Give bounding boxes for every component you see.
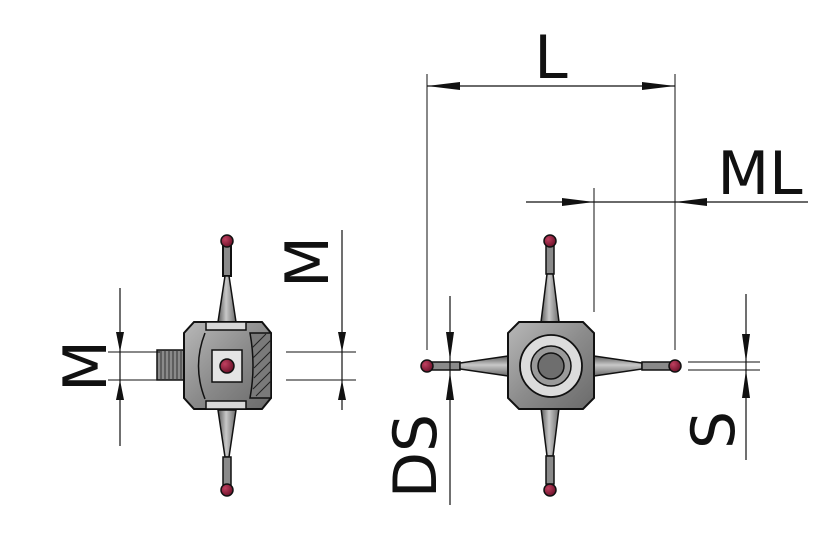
- label-s: S: [679, 411, 749, 449]
- dimension-l: [426, 74, 676, 350]
- front-top-stem: [545, 245, 555, 275]
- label-ml: ML: [717, 139, 803, 209]
- side-view: M M: [51, 230, 356, 497]
- top-ruby-ball: [220, 234, 234, 248]
- front-body-center: [537, 352, 565, 380]
- front-right-cone: [593, 355, 643, 377]
- center-ruby-ball: [219, 358, 235, 374]
- front-bottom-cone: [540, 407, 560, 457]
- bottom-cone: [217, 409, 237, 458]
- dimension-s: [688, 294, 760, 460]
- front-view: L ML DS S: [381, 23, 808, 505]
- front-bottom-stem: [545, 455, 555, 485]
- label-m-top: M: [273, 236, 343, 288]
- front-right-stem: [641, 361, 671, 371]
- front-bottom-ball: [543, 483, 557, 497]
- bottom-stem-tip: [222, 456, 232, 486]
- front-top-cone: [540, 273, 560, 323]
- front-top-ball: [543, 234, 557, 248]
- bottom-ruby-ball: [220, 483, 234, 497]
- body-left-curve: [197, 332, 206, 400]
- dimension-ds: [446, 296, 454, 505]
- front-left-stem: [431, 361, 461, 371]
- label-ds: DS: [381, 414, 451, 498]
- dimension-ml: [526, 188, 808, 312]
- label-l: L: [534, 23, 568, 93]
- top-cone: [217, 275, 237, 323]
- threaded-shank: [156, 349, 186, 381]
- body-top-flat: [205, 321, 247, 331]
- front-left-ball: [420, 359, 434, 373]
- front-left-cone: [459, 355, 509, 377]
- label-m-left: M: [51, 340, 121, 392]
- top-stem-tip: [222, 245, 232, 277]
- hatched-section: [249, 332, 272, 399]
- dimension-m-left: [108, 288, 160, 446]
- dimension-m-right: [286, 230, 356, 410]
- front-right-ball: [668, 359, 682, 373]
- body-bottom-flat: [205, 400, 247, 410]
